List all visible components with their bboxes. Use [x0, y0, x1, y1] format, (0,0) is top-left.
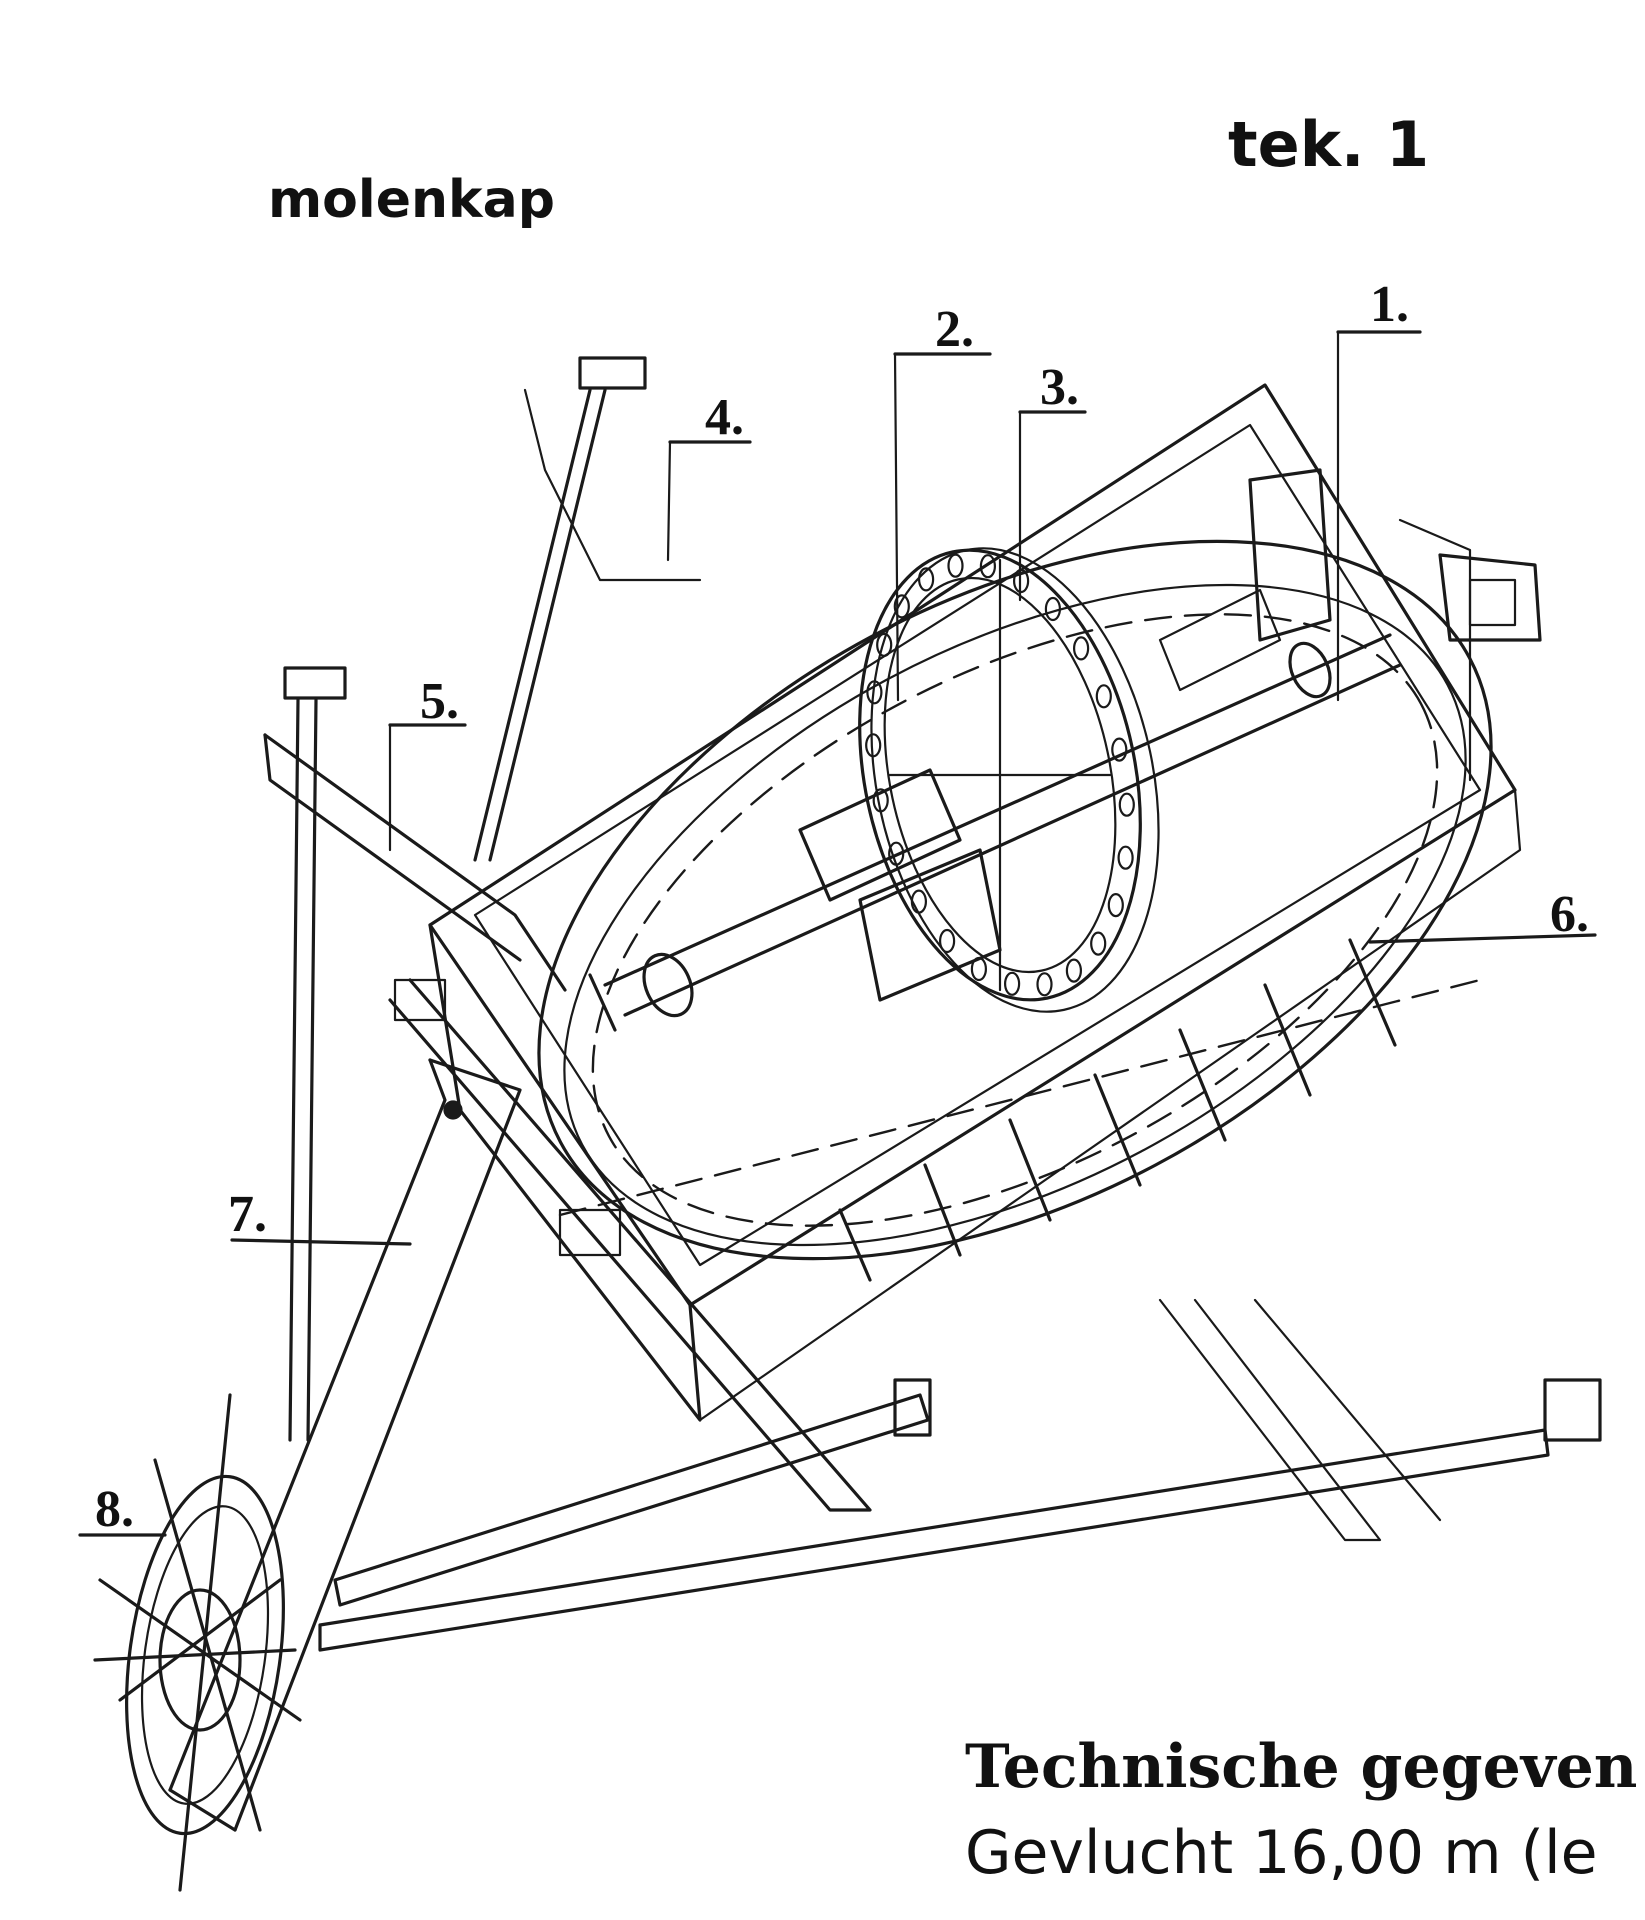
gear-cog — [888, 841, 905, 866]
head-bearing — [1248, 468, 1542, 782]
main-shaft — [588, 633, 1402, 1032]
gear-cog — [1117, 845, 1134, 870]
gear-cog — [1111, 737, 1128, 762]
callout-label-3: 3. — [1040, 359, 1079, 416]
floor-beams — [558, 938, 1482, 1282]
gear-cog — [1065, 958, 1083, 983]
gear-cog — [1090, 931, 1107, 956]
callout-label-8: 8. — [95, 1481, 134, 1538]
gear-cog — [1012, 568, 1030, 594]
callout-label-7: 7. — [228, 1186, 267, 1243]
callout-label-2: 2. — [935, 301, 974, 358]
cap-frame — [428, 383, 1522, 1422]
drawing-title: molenkap — [268, 170, 555, 230]
callout-label-5: 5. — [420, 673, 459, 730]
gear-cog — [872, 788, 889, 813]
gear-cog — [865, 733, 882, 758]
callout-label-4: 4. — [705, 389, 744, 446]
brake-wheel — [858, 547, 1160, 1013]
gear-cogs — [865, 553, 1135, 997]
gear-cog — [1107, 892, 1124, 918]
gear-cog — [1003, 971, 1021, 996]
gear-cog — [1072, 636, 1090, 661]
shaft-blocks — [798, 588, 1282, 1002]
label-leaders — [78, 330, 1597, 1537]
gear-cog — [1118, 792, 1135, 817]
gear-cog — [917, 567, 935, 592]
callout-label-6: 6. — [1550, 886, 1589, 943]
gear-cog — [1044, 596, 1062, 622]
top-post-4 — [473, 356, 702, 862]
gear-cog — [1036, 972, 1053, 997]
gear-cog — [893, 594, 910, 619]
gear-cog — [866, 680, 883, 705]
gear-cog — [1095, 684, 1112, 709]
gear-cog — [910, 889, 928, 914]
capstan-wheel — [93, 1393, 302, 1892]
gear-cog — [938, 928, 956, 954]
figure-number: tek. 1 — [1228, 108, 1430, 181]
callout-label-1: 1. — [1370, 276, 1409, 333]
technical-data-line: Gevlucht 16,00 m (le — [965, 1818, 1598, 1888]
gear-cog — [947, 553, 964, 578]
technical-data-heading: Technische gegeven — [965, 1732, 1638, 1802]
top-post-5 — [263, 666, 567, 1442]
tail-pole — [168, 1058, 522, 1832]
gear-cog — [876, 632, 893, 658]
gear-cog — [979, 554, 997, 579]
braces — [318, 978, 1602, 1652]
